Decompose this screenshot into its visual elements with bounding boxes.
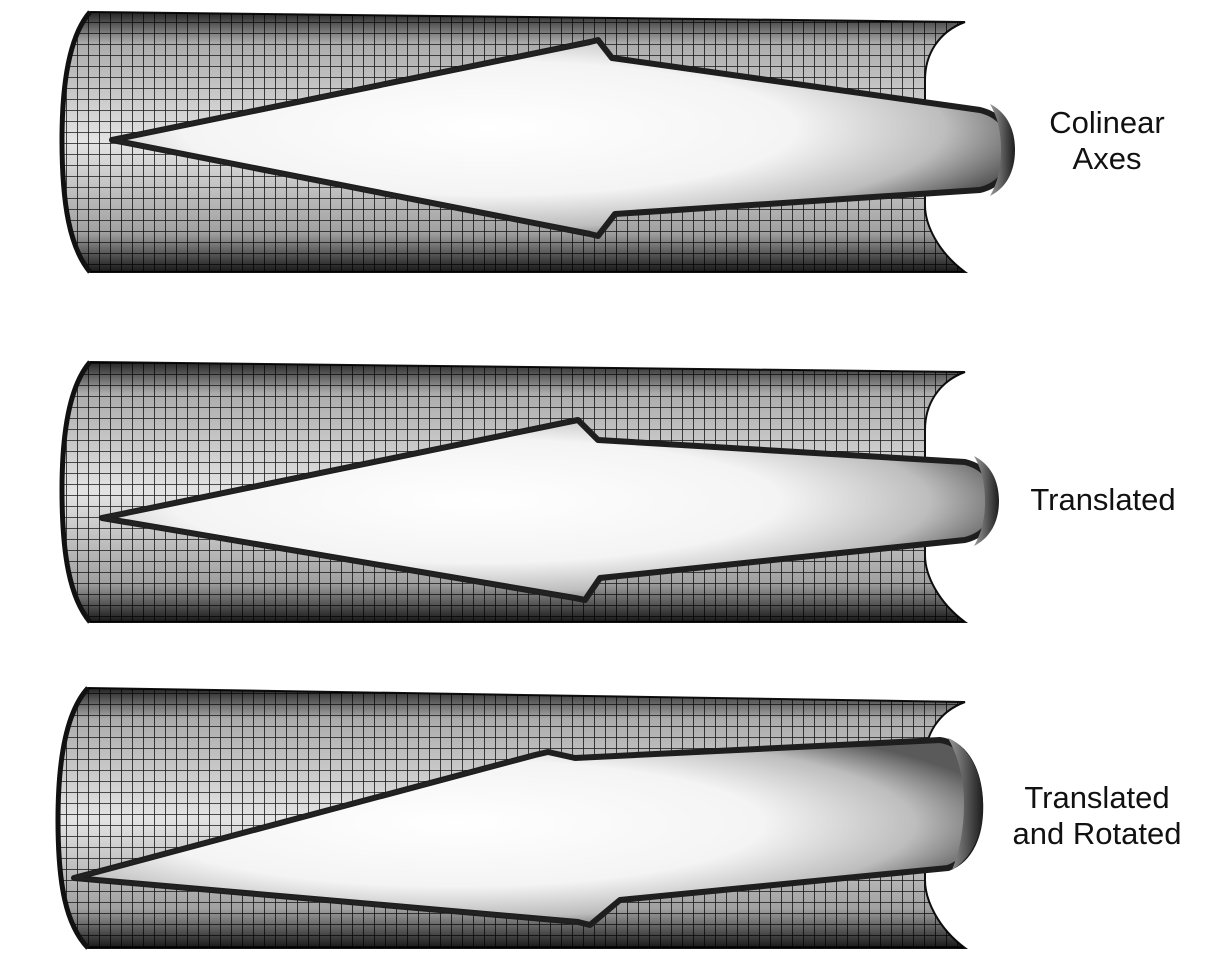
label-line: Axes	[1012, 141, 1202, 177]
panel-translated-rotated	[58, 688, 983, 948]
label-translated-rotated: Translated and Rotated	[1002, 780, 1192, 852]
label-translated: Translated	[1008, 482, 1198, 518]
label-line: and Rotated	[1002, 816, 1192, 852]
panel-translated	[62, 362, 999, 622]
panel-colinear	[62, 12, 1015, 272]
label-line: Translated	[1008, 482, 1198, 518]
label-line: Translated	[1002, 780, 1192, 816]
label-colinear: Colinear Axes	[1012, 105, 1202, 177]
label-line: Colinear	[1012, 105, 1202, 141]
